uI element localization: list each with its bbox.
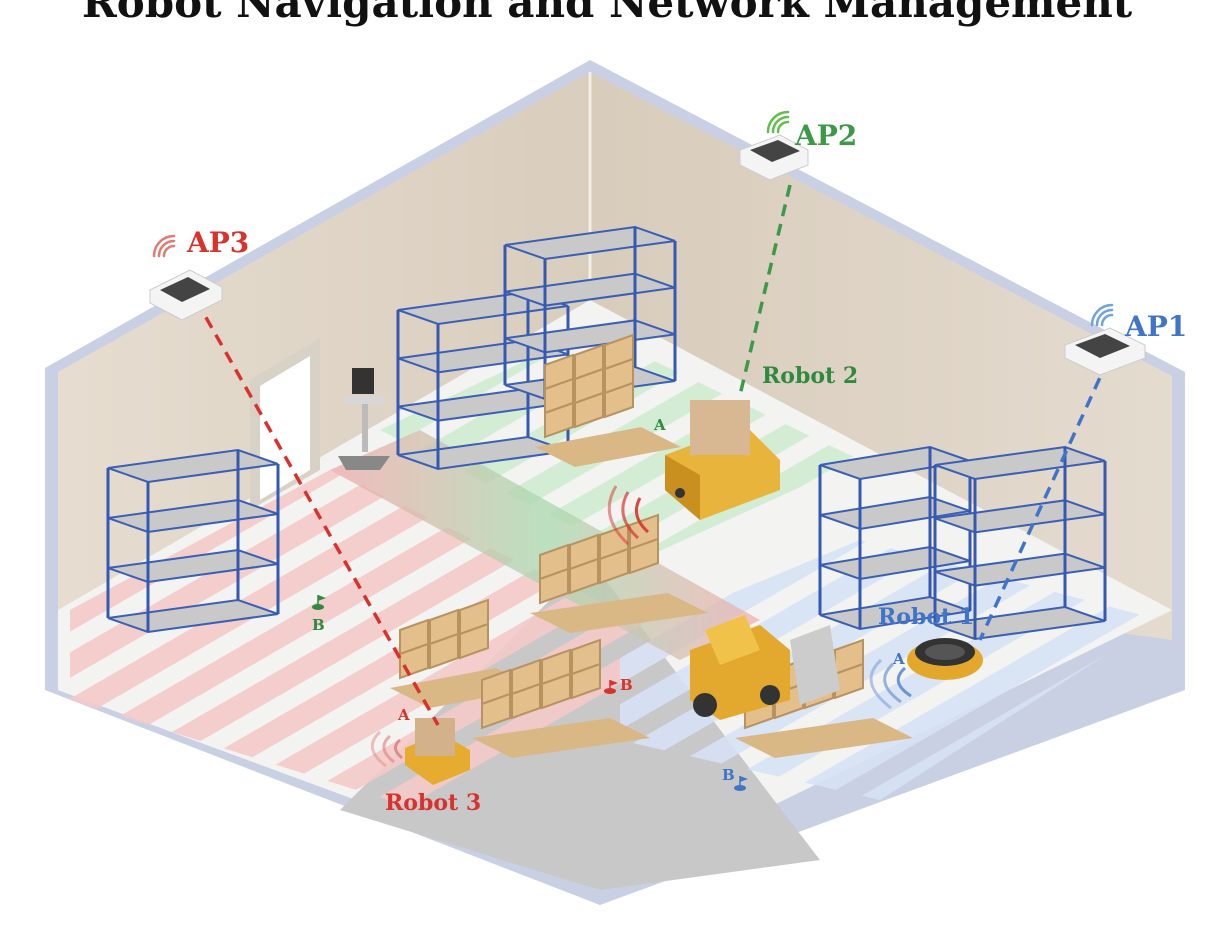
- ap3-label: AP3: [186, 226, 249, 259]
- robot1-start-label: A: [892, 650, 905, 668]
- ap2-wifi-icon: [768, 112, 788, 132]
- ap2-label: AP2: [794, 119, 857, 152]
- robot3-start-label: A: [397, 706, 410, 724]
- robot2-label: Robot 2: [762, 363, 858, 389]
- robot2-goal-label: B: [620, 676, 633, 694]
- robot3-goal-label: B: [312, 616, 325, 634]
- ap1-label: AP1: [1124, 310, 1187, 343]
- ap3-wifi-icon: [154, 236, 174, 256]
- robot1-label: Robot 1: [878, 604, 974, 630]
- robot1-goal-label: B: [722, 766, 735, 784]
- robot2-start-label: A: [653, 416, 666, 434]
- robot3-label: Robot 3: [385, 790, 481, 816]
- ap1-wifi-icon: [1092, 305, 1112, 325]
